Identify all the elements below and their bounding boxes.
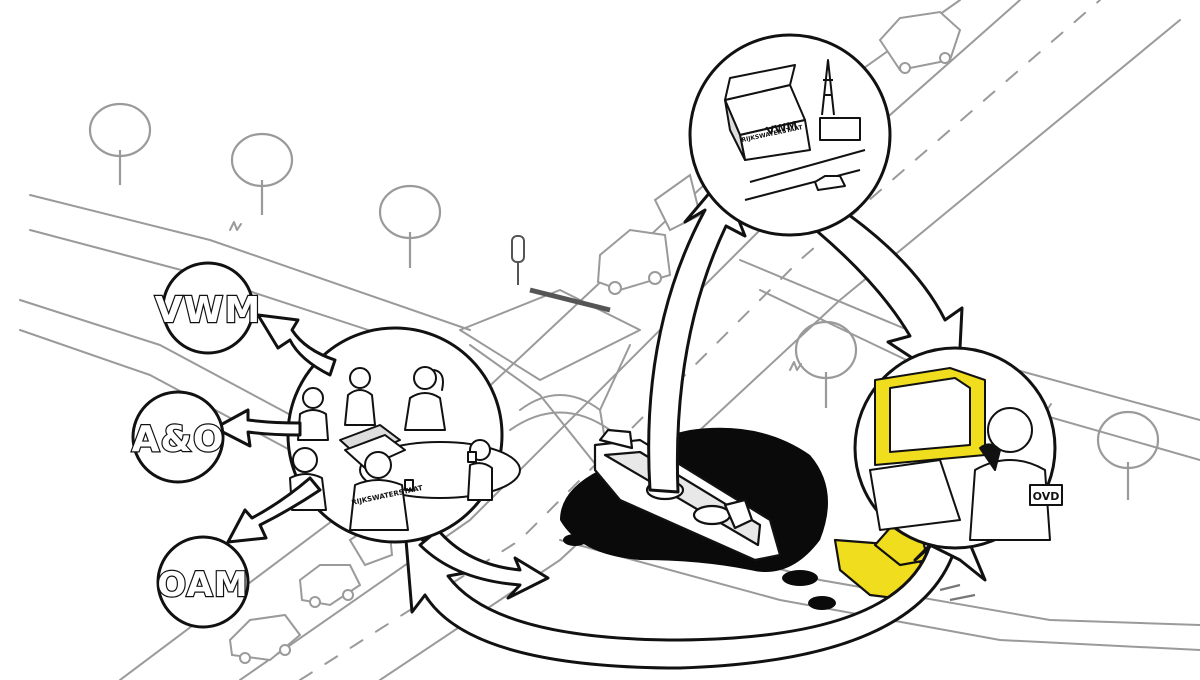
vwm-building-circle: VWM RIJKSWATERSTAAT xyxy=(688,33,892,237)
background-trees xyxy=(88,102,1160,500)
car-top-right xyxy=(878,10,962,74)
tree-2 xyxy=(230,132,294,215)
traffic-barrier xyxy=(511,235,611,313)
tree-5 xyxy=(1096,410,1160,500)
van-middle xyxy=(596,228,672,295)
arrow-team-return xyxy=(418,528,550,600)
car-bottom-1 xyxy=(298,564,362,608)
officer-circle: OVD xyxy=(853,346,1063,550)
node-oam: OAM xyxy=(156,535,250,629)
node-ao: A&O xyxy=(130,390,225,484)
tree-4 xyxy=(794,320,858,408)
truck-middle xyxy=(653,173,702,232)
vwm-building-sign: VWM xyxy=(765,119,799,138)
car-bottom-2 xyxy=(228,613,302,664)
arrow-team-to-vwm xyxy=(256,313,337,377)
node-vwm-label: VWM xyxy=(155,290,261,331)
flow-arrows xyxy=(403,176,987,670)
node-ao-label: A&O xyxy=(132,419,225,460)
node-vwm: VWM xyxy=(154,261,261,355)
arrow-team-to-oam xyxy=(226,476,322,544)
ovd-badge-label: OVD xyxy=(1033,490,1060,503)
tree-1 xyxy=(88,102,152,185)
arrow-team-to-ao xyxy=(213,408,302,448)
node-oam-label: OAM xyxy=(157,565,248,605)
tree-3 xyxy=(378,184,442,268)
node-arrows xyxy=(213,313,337,544)
